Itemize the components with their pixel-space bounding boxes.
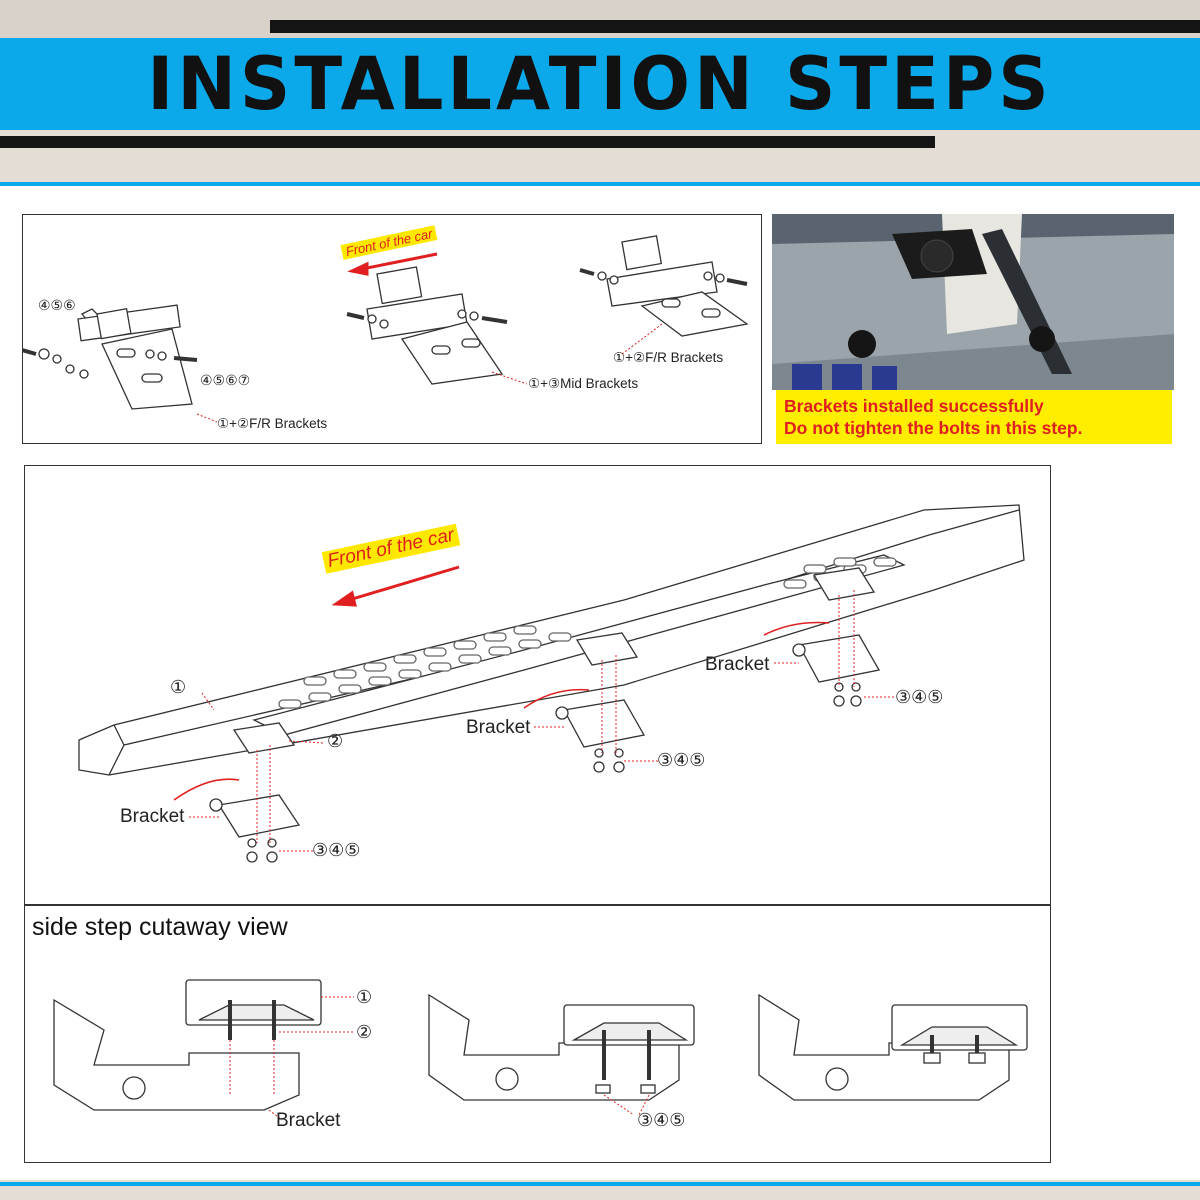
cutaway-part-2-label: ② <box>356 1022 373 1042</box>
bracket-label-mid: Bracket <box>466 717 531 738</box>
cutaway-parts-label: ③④⑤ <box>637 1110 686 1130</box>
photo-caption: Brackets installed successfully Do not t… <box>776 390 1172 444</box>
parts-label-mid: ③④⑤ <box>657 750 706 770</box>
parts-label-456: ④⑤⑥ <box>38 297 76 313</box>
installed-brackets-photo <box>772 214 1174 390</box>
bracket-label-left: Bracket <box>120 806 185 827</box>
left-bracket-caption: ①+②F/R Brackets <box>217 416 328 431</box>
side-step-assembly <box>78 504 1025 863</box>
left-bracket-drawing <box>22 304 198 410</box>
cutaway-bracket-label: Bracket <box>276 1110 341 1131</box>
page-title: INSTALLATION STEPS <box>147 40 1053 128</box>
parts-label-right: ③④⑤ <box>895 687 944 707</box>
header-banner <box>0 38 1200 130</box>
mid-bracket-drawing <box>346 266 508 385</box>
photo-caption-line1: Brackets installed successfully <box>784 396 1044 416</box>
parts-label-4567: ④⑤⑥⑦ <box>200 372 251 388</box>
cutaway-drawings <box>53 979 1028 1121</box>
parts-label-left: ③④⑤ <box>312 840 361 860</box>
footer-divider <box>0 1182 1200 1186</box>
photo-caption-line2: Do not tighten the bolts in this step. <box>784 418 1083 438</box>
header-black-stripe-top <box>270 20 1200 33</box>
cutaway-part-1-label: ① <box>356 987 373 1007</box>
right-bracket-caption: ①+②F/R Brackets <box>613 350 724 365</box>
cutaway-title: side step cutaway view <box>32 913 288 941</box>
part-1-label: ① <box>170 677 187 697</box>
bracket-label-right: Bracket <box>705 654 770 675</box>
mid-bracket-caption: ①+③Mid Brackets <box>528 376 639 391</box>
cutaway-panel <box>24 905 1051 1163</box>
right-bracket-drawing <box>579 235 749 337</box>
part-2-label: ② <box>327 731 344 751</box>
header-divider <box>0 182 1200 186</box>
bracket-diagrams <box>22 235 749 423</box>
header-black-stripe-bottom <box>0 136 935 148</box>
